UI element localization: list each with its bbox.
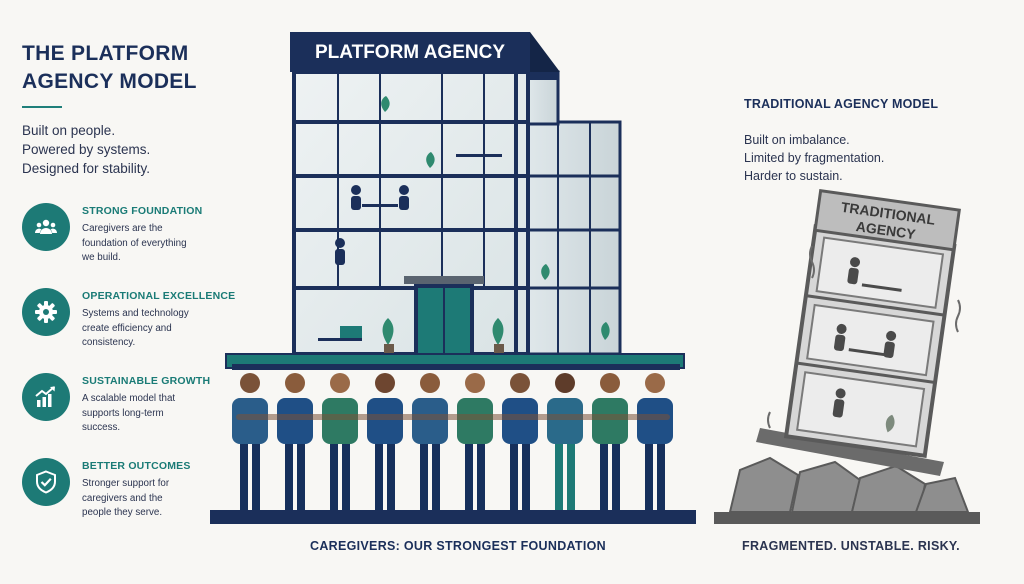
traditional-tagline-line: Built on imbalance. xyxy=(744,133,850,147)
feature-desc-line: success. xyxy=(82,422,121,433)
feature-title: SUSTAINABLE GROWTH xyxy=(82,375,211,387)
feature-better-outcomes: BETTER OUTCOMES Stronger support for car… xyxy=(22,458,242,528)
feature-description: Stronger support for caregivers and the … xyxy=(82,477,237,521)
platform-tagline: Built on people. Powered by systems. Des… xyxy=(22,121,232,178)
tagline-line: Built on people. xyxy=(22,123,116,138)
feature-title: OPERATIONAL EXCELLENCE xyxy=(82,290,236,302)
feature-description: Systems and technology create efficiency… xyxy=(82,307,237,351)
tagline-line: Powered by systems. xyxy=(22,142,151,157)
feature-desc-line: Caregivers are the xyxy=(82,223,163,234)
gear-icon xyxy=(22,288,70,336)
platform-caption: CAREGIVERS: OUR STRONGEST FOUNDATION xyxy=(310,539,606,553)
feature-desc-line: Systems and technology xyxy=(82,308,189,319)
shield-check-icon xyxy=(22,458,70,506)
caregivers-row xyxy=(210,364,696,524)
people-group-icon xyxy=(22,203,70,251)
feature-description: A scalable model that supports long-term… xyxy=(82,392,237,436)
feature-desc-line: caregivers and the xyxy=(82,492,163,504)
title-line: THE PLATFORM xyxy=(22,42,189,65)
traditional-agency-building: TRADITIONAL AGENCY xyxy=(714,188,980,524)
traditional-tagline-line: Limited by fragmentation. xyxy=(744,151,885,165)
feature-desc-line: foundation of everything xyxy=(82,237,187,249)
feature-strong-foundation: STRONG FOUNDATION Caregivers are the fou… xyxy=(22,203,242,273)
feature-title: BETTER OUTCOMES xyxy=(82,460,191,472)
tagline-line: Designed for stability. xyxy=(22,161,151,176)
feature-description: Caregivers are the foundation of everyth… xyxy=(82,222,237,266)
feature-desc-line: create efficiency and xyxy=(82,322,172,334)
traditional-tagline: Built on imbalance. Limited by fragmenta… xyxy=(744,131,1004,185)
building-sign-text: PLATFORM AGENCY xyxy=(315,42,505,63)
feature-sustainable-growth: SUSTAINABLE GROWTH A scalable model that… xyxy=(22,373,242,443)
feature-desc-line: we build. xyxy=(82,252,121,263)
growth-chart-icon xyxy=(22,373,70,421)
feature-desc-line: supports long-term xyxy=(82,407,164,419)
feature-desc-line: A scalable model that xyxy=(82,393,176,404)
traditional-caption: FRAGMENTED. UNSTABLE. RISKY. xyxy=(742,539,960,553)
feature-desc-line: Stronger support for xyxy=(82,478,170,489)
feature-desc-line: consistency. xyxy=(82,337,136,348)
title-line: AGENCY MODEL xyxy=(22,70,197,93)
left-panel: THE PLATFORM AGENCY MODEL Built on peopl… xyxy=(22,40,232,178)
feature-desc-line: people they serve. xyxy=(82,507,163,518)
title-divider xyxy=(22,106,62,108)
feature-title: STRONG FOUNDATION xyxy=(82,205,203,217)
traditional-panel: TRADITIONAL AGENCY MODEL Built on imbala… xyxy=(744,97,1004,185)
platform-agency-building: PLATFORM AGENCY xyxy=(225,32,685,369)
traditional-title: TRADITIONAL AGENCY MODEL xyxy=(744,97,939,111)
traditional-tagline-line: Harder to sustain. xyxy=(744,169,843,183)
page-title: THE PLATFORM AGENCY MODEL xyxy=(22,40,232,96)
feature-operational-excellence: OPERATIONAL EXCELLENCE Systems and techn… xyxy=(22,288,242,358)
